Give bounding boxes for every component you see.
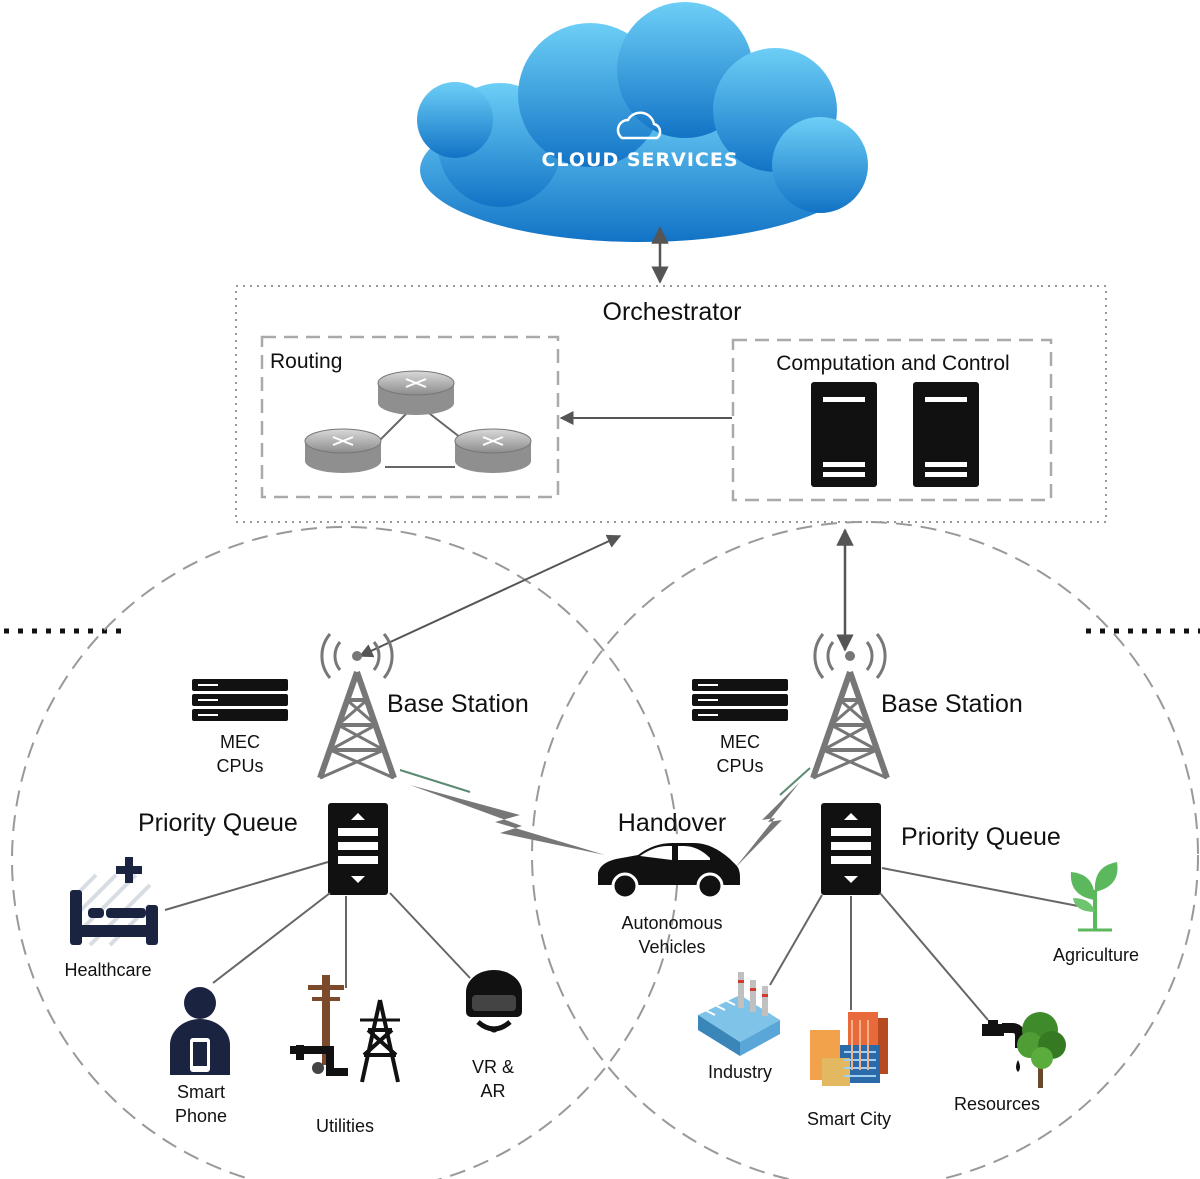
server-icon: [913, 382, 979, 487]
healthcare-label: Healthcare: [64, 960, 151, 980]
vr-label-line1: VR &: [472, 1057, 514, 1077]
orchestrator: Orchestrator Routing: [235, 285, 1107, 523]
left-wireless-link: [399, 769, 471, 793]
resources-label: Resources: [954, 1094, 1040, 1114]
smart-phone-label-line2: Phone: [175, 1106, 227, 1126]
orchestrator-title: Orchestrator: [603, 298, 742, 326]
base-station-label: Base Station: [387, 690, 529, 718]
base-station-tower-icon: [317, 633, 397, 780]
smart-phone-user-icon: [170, 987, 230, 1075]
handover-label: Handover: [618, 809, 726, 837]
computation-label: Computation and Control: [776, 352, 1009, 375]
computation-block: Computation and Control: [731, 338, 1053, 502]
orchestrator-left-bs-link: [358, 534, 622, 658]
device-links: [769, 867, 1079, 1021]
smart-city-buildings-icon: [810, 1012, 888, 1086]
priority-queue-label: Priority Queue: [138, 809, 298, 837]
cloud-small-icon: [616, 111, 662, 140]
vehicle-label-line2: Vehicles: [638, 937, 705, 957]
utilities-label: Utilities: [316, 1116, 374, 1136]
orchestrator-box: [235, 285, 1107, 523]
mec-label-line2: CPUs: [716, 756, 763, 776]
routing-label: Routing: [270, 350, 342, 373]
routing-block: Routing: [260, 335, 560, 499]
healthcare-icon: [70, 857, 158, 947]
agriculture-label: Agriculture: [1053, 945, 1139, 965]
vr-headset-icon: [466, 970, 522, 1033]
agriculture-plant-icon: [1070, 862, 1118, 932]
resources-tap-tree-icon: [982, 1012, 1066, 1088]
mec-label-line1: MEC: [720, 732, 760, 752]
cloud-services: CLOUD SERVICES: [417, 2, 868, 242]
router-icon: [377, 370, 455, 415]
routing-box: [260, 335, 560, 499]
cell-left: Base Station MEC CPUs Priority Queue: [64, 633, 529, 1136]
smart-city-label: Smart City: [807, 1109, 891, 1129]
base-station-label: Base Station: [881, 690, 1023, 718]
cell-right: Base Station MEC CPUs Priority Queue: [692, 633, 1139, 1129]
cloud-shape: [417, 2, 868, 242]
router-icon: [454, 428, 532, 473]
left-lightning-bolt: [410, 785, 605, 855]
priority-queue-label: Priority Queue: [901, 823, 1061, 851]
router-icon: [304, 428, 382, 473]
cloud-services-label: CLOUD SERVICES: [541, 149, 738, 171]
mec-server-icon: [692, 679, 788, 721]
industry-factory-icon: [698, 972, 780, 1056]
right-wireless-link: [779, 767, 811, 796]
vehicle-label-line1: Autonomous: [621, 913, 722, 933]
base-station-tower-icon: [810, 633, 890, 780]
right-lightning-bolt: [735, 782, 800, 868]
mec-label-line2: CPUs: [216, 756, 263, 776]
autonomous-vehicle-icon: [598, 843, 740, 900]
cell-right-boundary: [531, 521, 1199, 1179]
handover: Handover Autonomous Vehicles: [399, 767, 811, 957]
smart-phone-label-line1: Smart: [177, 1082, 225, 1102]
vr-label-line2: AR: [480, 1081, 505, 1101]
server-icon: [811, 382, 877, 487]
utilities-icon: [290, 975, 400, 1083]
device-links: [164, 861, 471, 988]
priority-queue-icon: [328, 803, 388, 895]
computation-box: [731, 338, 1053, 502]
mec-label-line1: MEC: [220, 732, 260, 752]
mec-server-icon: [192, 679, 288, 721]
industry-label: Industry: [708, 1062, 772, 1082]
priority-queue-icon: [821, 803, 881, 895]
